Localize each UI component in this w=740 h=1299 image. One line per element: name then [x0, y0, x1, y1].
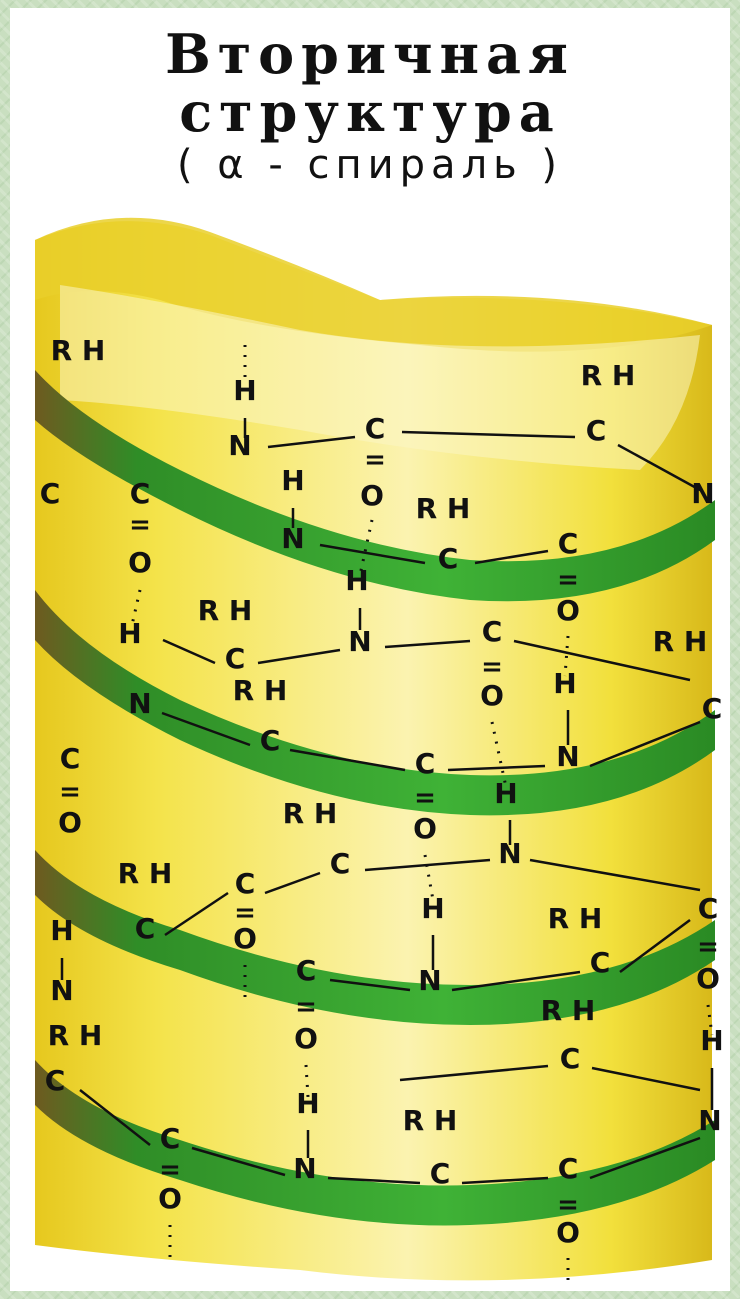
atom-label: R H	[118, 857, 173, 890]
atom-label: H	[50, 914, 73, 947]
atom-label: C	[482, 615, 503, 648]
atom-label: C	[260, 724, 281, 757]
atom-label: O	[58, 806, 82, 839]
atom-label: =	[364, 445, 386, 475]
atom-label: H	[233, 374, 256, 407]
atom-label: O	[158, 1182, 182, 1215]
title-line-2: структура	[179, 80, 561, 144]
atom-label: =	[129, 510, 151, 540]
atom-label: H	[118, 617, 141, 650]
atom-label: =	[59, 777, 81, 807]
atom-label: =	[557, 565, 579, 595]
atom-label: C	[558, 527, 579, 560]
atom-label: R H	[233, 674, 288, 707]
atom-label: H	[700, 1024, 723, 1057]
atom-label: R H	[416, 492, 471, 525]
atom-label: C	[702, 692, 723, 725]
atom-label: H	[494, 777, 517, 810]
atom-label: C	[40, 477, 61, 510]
atom-label: H	[345, 564, 368, 597]
atom-label: R H	[48, 1019, 103, 1052]
atom-label: C	[698, 892, 719, 925]
atom-label: =	[234, 898, 256, 928]
atom-label: H	[553, 667, 576, 700]
atom-label: C	[586, 414, 607, 447]
atom-label: C	[160, 1122, 181, 1155]
atom-label: O	[696, 962, 720, 995]
atom-label: O	[233, 922, 257, 955]
atom-label: N	[348, 625, 371, 658]
atom-label: O	[294, 1022, 318, 1055]
atom-label: N	[698, 1104, 721, 1137]
helix-cylinder-top	[35, 217, 712, 352]
bond-lines	[60, 418, 714, 1185]
atom-label: C	[558, 1152, 579, 1185]
ribbon-turn-2	[35, 590, 715, 816]
atom-label: R H	[198, 594, 253, 627]
atom-label: H	[281, 464, 304, 497]
atom-label: C	[415, 747, 436, 780]
atom-label: N	[228, 429, 251, 462]
atom-label: =	[557, 1190, 579, 1220]
atom-label: C	[135, 912, 156, 945]
atom-label: O	[556, 594, 580, 627]
atom-label: C	[560, 1042, 581, 1075]
atom-label: C	[235, 867, 256, 900]
atom-label: C	[60, 742, 81, 775]
atom-label: O	[480, 679, 504, 712]
title-line-1: Вторичная	[165, 22, 575, 86]
ribbon-turn-3	[35, 850, 715, 1025]
atom-label: =	[481, 652, 503, 682]
atom-label: N	[293, 1152, 316, 1185]
atom-label: R H	[283, 797, 338, 830]
atom-label: C	[365, 412, 386, 445]
atom-label: R H	[548, 902, 603, 935]
atom-label: R H	[581, 359, 636, 392]
atom-label: O	[360, 479, 384, 512]
atom-label: H	[296, 1087, 319, 1120]
atom-label: =	[159, 1155, 181, 1185]
atom-label: C	[45, 1064, 66, 1097]
atom-label: O	[556, 1216, 580, 1249]
atom-label: R H	[403, 1104, 458, 1137]
atom-label: C	[430, 1157, 451, 1190]
hydrogen-bonds	[130, 345, 714, 1285]
atom-label: N	[498, 837, 521, 870]
atom-label: O	[413, 812, 437, 845]
atom-label: C	[438, 542, 459, 575]
atom-label: R H	[541, 994, 596, 1027]
atom-label: N	[418, 964, 441, 997]
atom-label: C	[225, 642, 246, 675]
atom-label: C	[130, 477, 151, 510]
atom-label: N	[556, 740, 579, 773]
atom-label: N	[128, 687, 151, 720]
atom-label: R H	[51, 334, 106, 367]
atom-label: N	[691, 477, 714, 510]
title-line-3: ( α - спираль )	[176, 142, 564, 188]
atom-label: R H	[653, 625, 708, 658]
atom-label: N	[281, 522, 304, 555]
ribbon-turn-4	[35, 1060, 715, 1226]
atom-label: C	[590, 946, 611, 979]
atom-label: =	[414, 783, 436, 813]
helix-cylinder-inner	[60, 285, 700, 470]
atom-label: C	[296, 954, 317, 987]
atom-label: C	[330, 847, 351, 880]
atom-label: O	[128, 546, 152, 579]
atom-label: N	[50, 974, 73, 1007]
atom-label: =	[295, 992, 317, 1022]
atom-label: =	[697, 932, 719, 962]
atom-label: H	[421, 892, 444, 925]
